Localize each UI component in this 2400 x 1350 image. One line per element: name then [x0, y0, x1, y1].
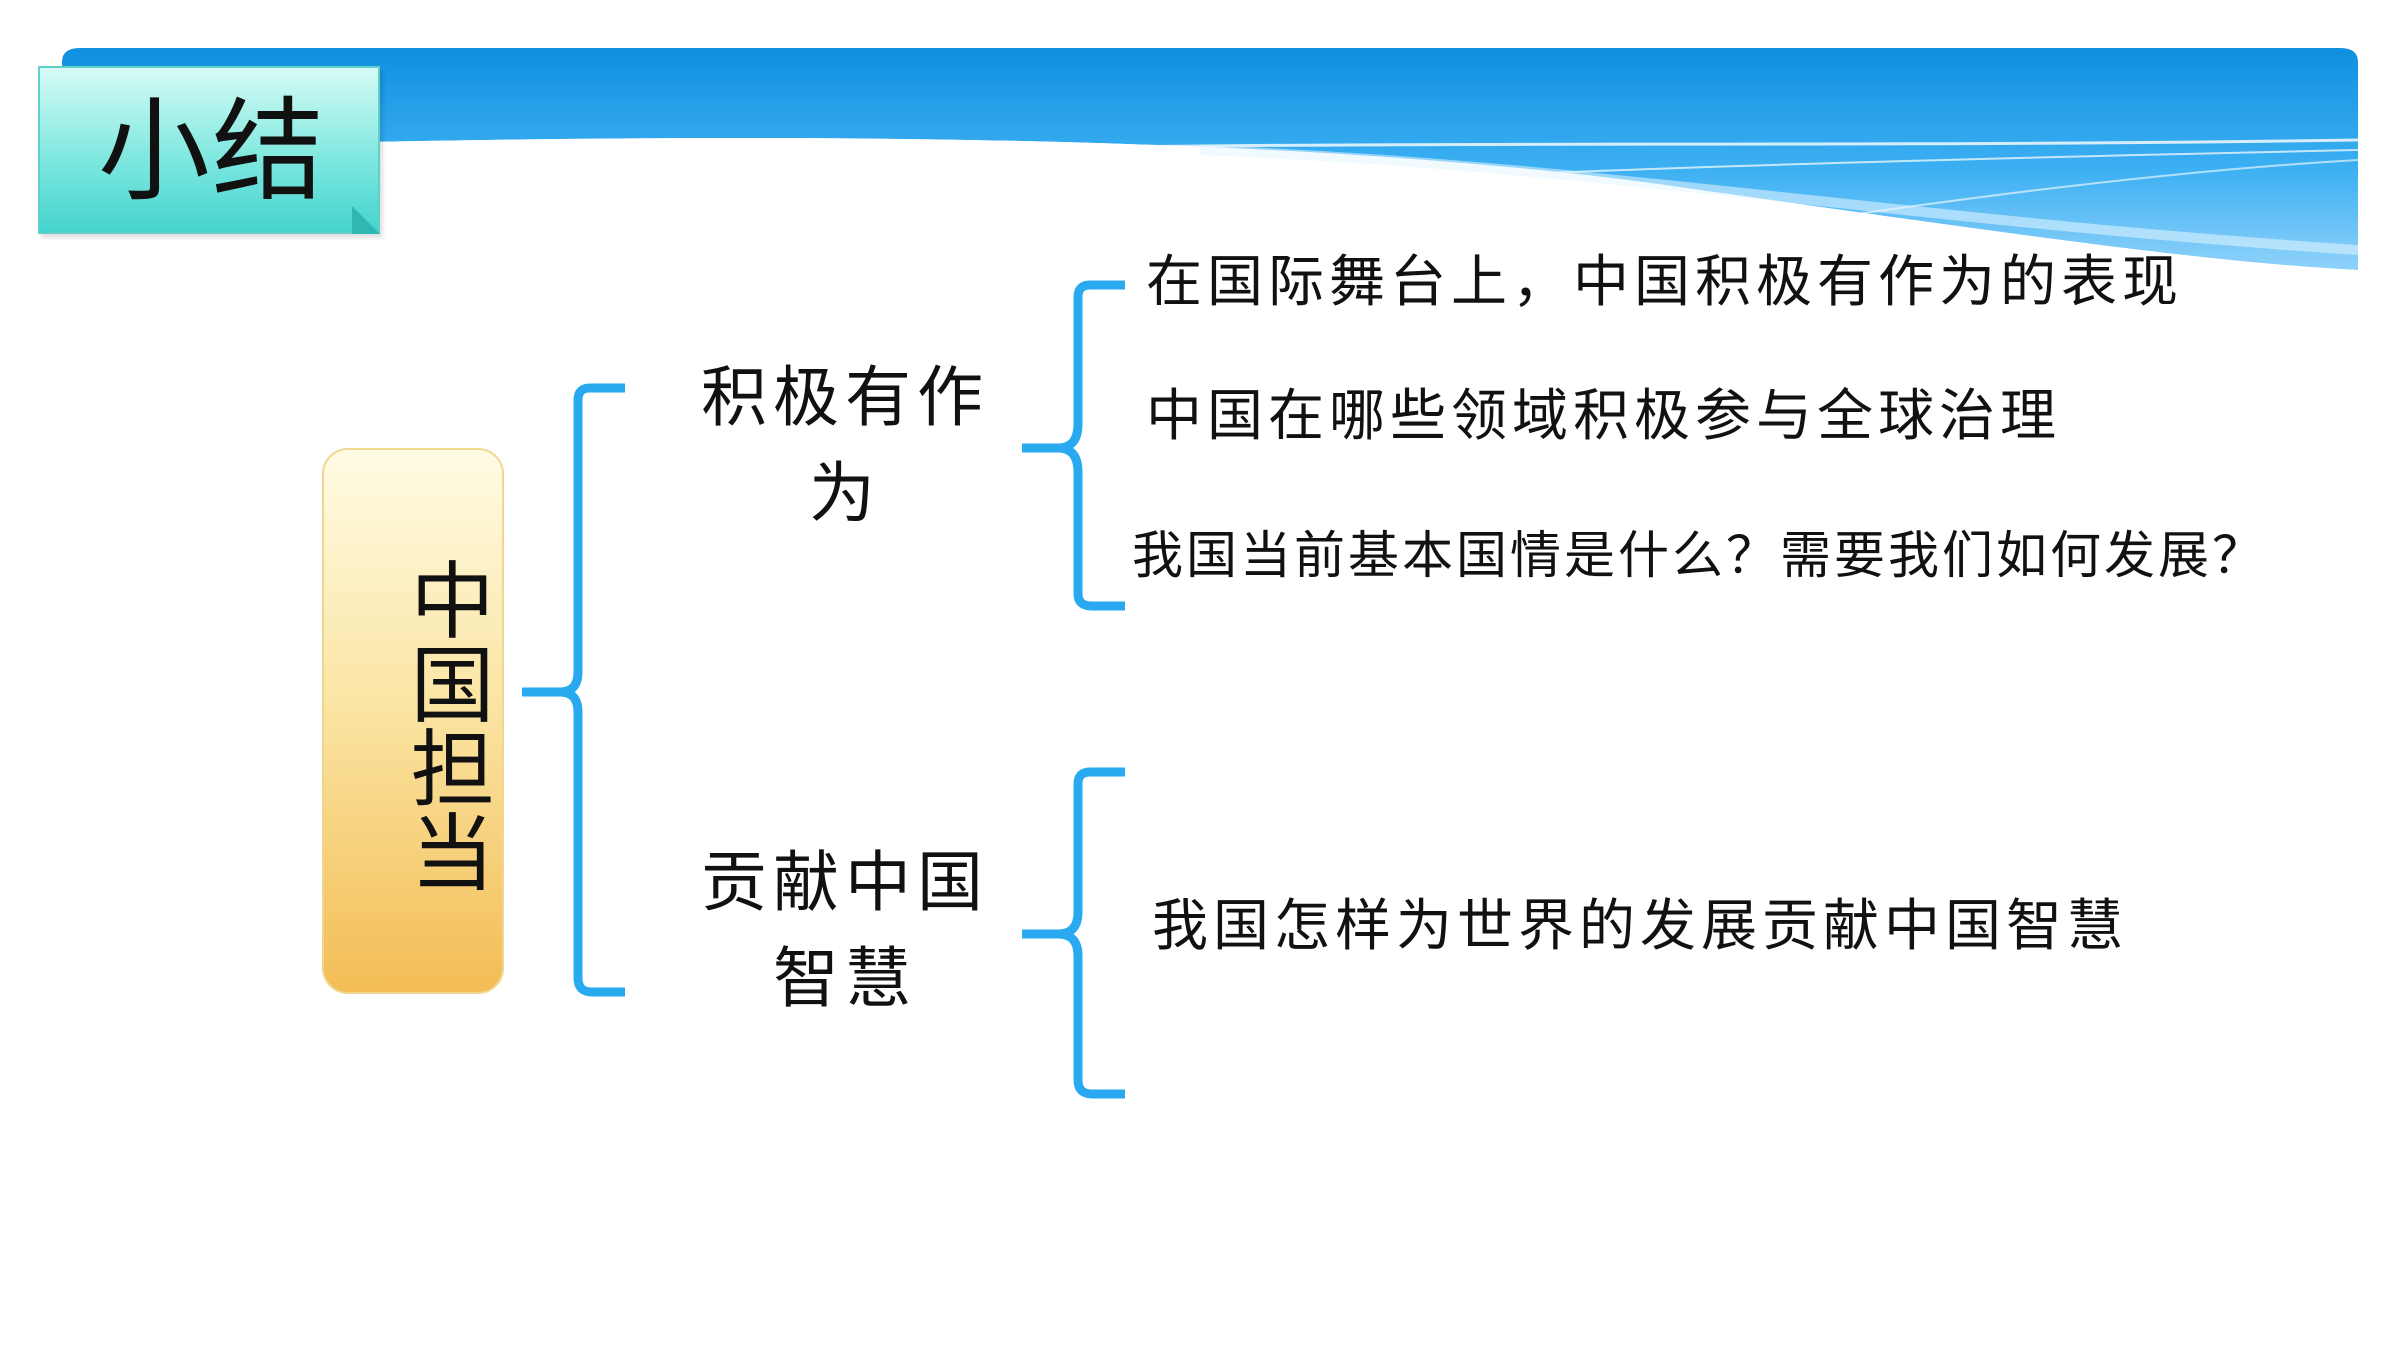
leaf-item: 中国在哪些领域积极参与全球治理	[1146, 384, 2061, 449]
leaf-item: 在国际舞台上，中国积极有作为的表现	[1146, 250, 2183, 315]
title-tab: 小结	[38, 66, 380, 234]
page-title: 小结	[98, 87, 326, 217]
branch1-brace	[1022, 280, 1125, 611]
branch2-brace	[1022, 767, 1125, 1099]
branch-label-active-role: 积极有作为	[701, 359, 989, 532]
root-brace	[522, 383, 625, 997]
header-banner	[62, 48, 2359, 300]
banner-shape	[62, 48, 2358, 270]
root-label: 中国担当	[397, 557, 495, 893]
banner-wave	[62, 138, 2358, 300]
branch-label-china-wisdom: 贡献中国智慧	[701, 844, 989, 1017]
tab-fold	[352, 206, 380, 234]
root-node: 中国担当	[322, 448, 504, 994]
leaf-item: 我国当前基本国情是什么？需要我们如何发展？	[1132, 527, 2267, 586]
leaf-item: 我国怎样为世界的发展贡献中国智慧	[1152, 894, 2128, 959]
